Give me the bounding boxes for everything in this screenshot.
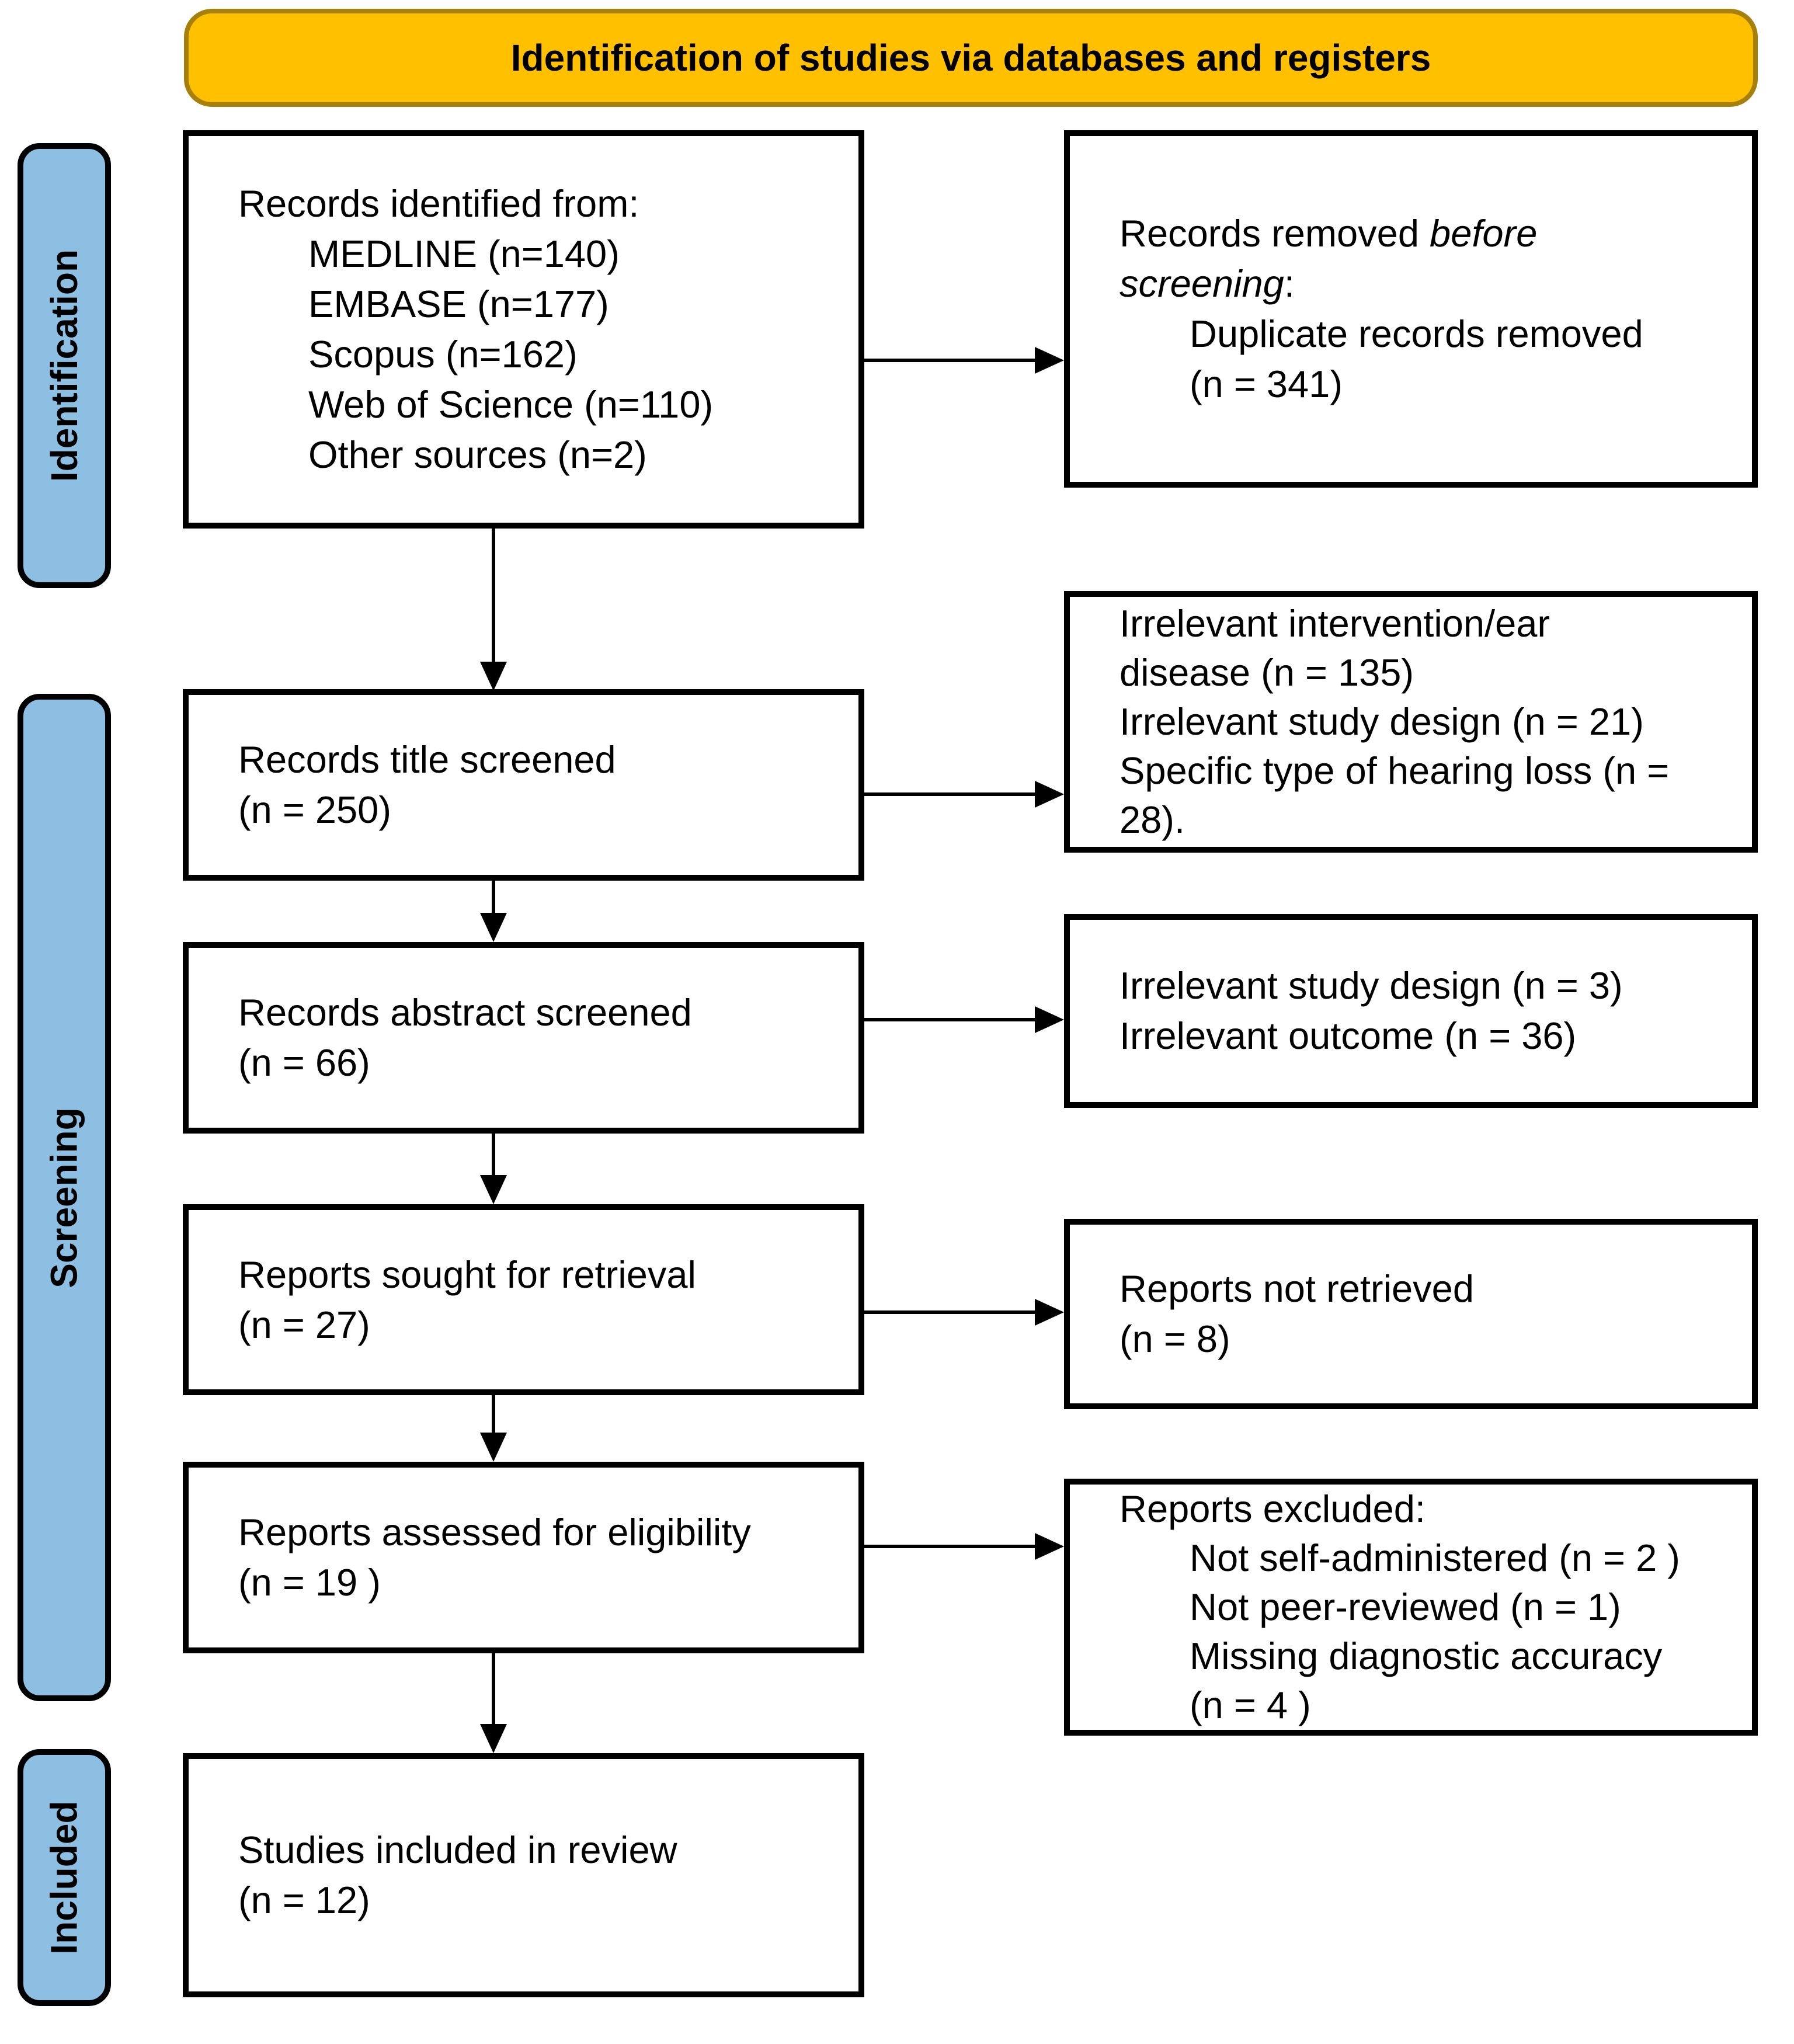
box-reports-assessed-line: Reports assessed for eligibility <box>238 1511 751 1553</box>
title-excluded-line-3: Irrelevant study design (n = 21) <box>1119 700 1644 743</box>
box-records-title-screened: Records title screened (n = 250) <box>183 689 864 881</box>
duplicates-removed-count: (n = 341) <box>1190 363 1343 405</box>
box-records-abstract-screened-line: Records abstract screened <box>238 991 692 1034</box>
stage-screening: Screening <box>18 694 111 1701</box>
box-records-identified-header: Records identified from: <box>238 182 639 225</box>
box-studies-included: Studies included in review (n = 12) <box>183 1753 864 1997</box>
box-abstract-excluded: Irrelevant study design (n = 3) Irreleva… <box>1064 914 1758 1108</box>
stage-screening-label: Screening <box>43 1107 85 1288</box>
box-reports-assessed: Reports assessed for eligibility (n = 19… <box>183 1462 864 1653</box>
reports-excluded-header: Reports excluded: <box>1119 1487 1426 1530</box>
arrow-right-2-head <box>1035 781 1064 808</box>
stage-included: Included <box>18 1749 111 2006</box>
arrow-down-1-head <box>480 662 507 691</box>
banner-title: Identification of studies via databases … <box>184 9 1758 107</box>
arrow-down-4-line <box>492 1395 495 1433</box>
box-reports-sought: Reports sought for retrieval (n = 27) <box>183 1204 864 1395</box>
arrow-down-2-head <box>480 913 507 942</box>
box-records-removed-header-line1: Records removed before <box>1119 212 1538 255</box>
stage-identification: Identification <box>18 143 111 588</box>
reports-not-retrieved-count: (n = 8) <box>1119 1318 1230 1360</box>
arrow-right-1-head <box>1035 347 1064 374</box>
reports-excluded-item-3: Missing diagnostic accuracy <box>1190 1635 1663 1677</box>
arrow-down-5-head <box>480 1724 507 1753</box>
box-reports-excluded: Reports excluded: Not self-administered … <box>1064 1479 1758 1736</box>
stage-identification-label: Identification <box>43 249 85 482</box>
box-records-identified: Records identified from: MEDLINE (n=140)… <box>183 130 864 529</box>
arrow-down-3-head <box>480 1175 507 1204</box>
box-records-removed: Records removed before screening: Duplic… <box>1064 130 1758 488</box>
box-records-abstract-screened-count: (n = 66) <box>238 1041 370 1084</box>
arrow-right-4-head <box>1035 1299 1064 1326</box>
arrow-down-2-line <box>492 881 495 913</box>
arrow-down-4-head <box>480 1433 507 1462</box>
box-records-title-screened-line: Records title screened <box>238 738 616 781</box>
arrow-down-5-line <box>492 1653 495 1724</box>
banner-title-label: Identification of studies via databases … <box>510 37 1431 79</box>
box-records-title-screened-count: (n = 250) <box>238 788 391 831</box>
arrow-right-5-head <box>1035 1533 1064 1560</box>
reports-excluded-item-2: Not peer-reviewed (n = 1) <box>1190 1586 1621 1628</box>
stage-included-label: Included <box>43 1800 85 1955</box>
reports-excluded-item-3-count: (n = 4 ) <box>1190 1684 1311 1726</box>
box-reports-not-retrieved: Reports not retrieved (n = 8) <box>1064 1219 1758 1409</box>
arrow-down-3-line <box>492 1134 495 1175</box>
abstract-excluded-line-2: Irrelevant outcome (n = 36) <box>1119 1014 1577 1057</box>
duplicates-removed-line: Duplicate records removed <box>1190 312 1643 355</box>
source-medline: MEDLINE (n=140) <box>308 232 620 275</box>
box-reports-sought-line: Reports sought for retrieval <box>238 1253 696 1296</box>
box-studies-included-line: Studies included in review <box>238 1829 677 1871</box>
arrow-right-3-head <box>1035 1006 1064 1033</box>
arrow-right-3-line <box>864 1018 1035 1021</box>
title-excluded-line-1: Irrelevant intervention/ear <box>1119 602 1550 645</box>
source-other: Other sources (n=2) <box>308 433 647 476</box>
box-studies-included-count: (n = 12) <box>238 1879 370 1921</box>
arrow-right-1-line <box>864 359 1035 362</box>
source-web-of-science: Web of Science (n=110) <box>308 383 714 426</box>
title-excluded-line-4: Specific type of hearing loss (n = <box>1119 749 1670 792</box>
source-embase: EMBASE (n=177) <box>308 283 609 325</box>
abstract-excluded-line-1: Irrelevant study design (n = 3) <box>1119 964 1623 1007</box>
box-records-abstract-screened: Records abstract screened (n = 66) <box>183 942 864 1134</box>
records-removed-italic-screening: screening <box>1119 262 1284 305</box>
arrow-right-4-line <box>864 1310 1035 1314</box>
title-excluded-line-5: 28). <box>1119 798 1185 841</box>
box-reports-assessed-count: (n = 19 ) <box>238 1561 381 1604</box>
arrow-right-5-line <box>864 1545 1035 1548</box>
arrow-down-1-line <box>492 529 495 662</box>
source-scopus: Scopus (n=162) <box>308 333 578 376</box>
records-removed-italic-before: before <box>1430 212 1538 255</box>
arrow-right-2-line <box>864 792 1035 796</box>
box-title-excluded: Irrelevant intervention/ear disease (n =… <box>1064 591 1758 853</box>
reports-excluded-item-1: Not self-administered (n = 2 ) <box>1190 1537 1680 1579</box>
box-reports-sought-count: (n = 27) <box>238 1303 370 1346</box>
box-records-removed-header-line2: screening: <box>1119 262 1295 305</box>
title-excluded-line-2: disease (n = 135) <box>1119 651 1414 694</box>
reports-not-retrieved-line: Reports not retrieved <box>1119 1267 1474 1310</box>
